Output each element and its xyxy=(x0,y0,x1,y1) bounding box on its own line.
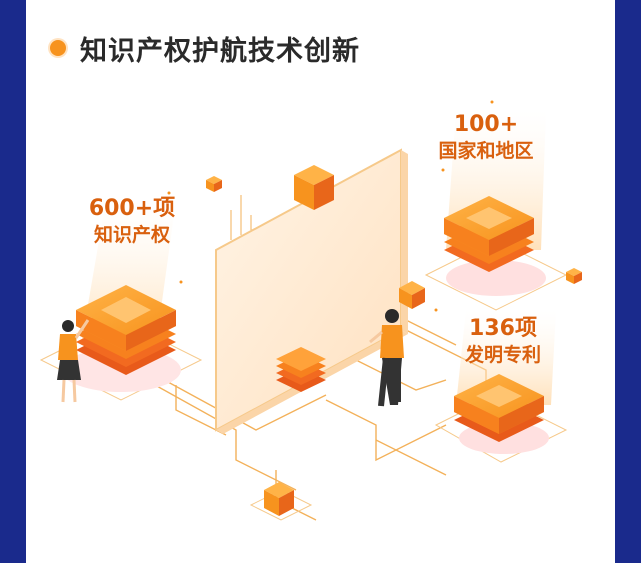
stat-patents: 136项 发明专利 xyxy=(448,316,558,368)
section-header: 知识产权护航技术创新 xyxy=(50,28,360,68)
stat-countries-number: 100+ xyxy=(453,112,519,137)
isometric-illustration xyxy=(39,100,582,521)
stat-countries: 100+ 国家和地区 xyxy=(426,112,546,164)
section-title: 知识产权护航技术创新 xyxy=(80,35,360,67)
stack-left xyxy=(76,285,176,375)
stack-top-right xyxy=(444,196,534,272)
cube-small-1 xyxy=(206,176,222,192)
stack-bottom-right xyxy=(454,374,544,442)
cube-small-2 xyxy=(566,268,582,284)
bullet-dot-icon xyxy=(50,40,66,56)
stack-center xyxy=(276,347,326,392)
person-woman xyxy=(57,319,90,403)
cube-bottom xyxy=(264,482,294,516)
sparkles xyxy=(167,100,494,312)
person-man xyxy=(369,309,404,407)
stat-ip: 600+项 知识产权 xyxy=(76,196,188,248)
beam-bottom-right xyxy=(456,310,556,405)
cube-top xyxy=(294,165,334,210)
stat-ip-label: 知识产权 xyxy=(93,224,170,246)
stat-patents-number: 136项 xyxy=(469,316,537,341)
cube-mid xyxy=(399,281,425,309)
stat-patents-label: 发明专利 xyxy=(464,344,541,366)
stat-ip-number: 600+项 xyxy=(88,196,176,221)
stat-countries-label: 国家和地区 xyxy=(438,140,534,162)
